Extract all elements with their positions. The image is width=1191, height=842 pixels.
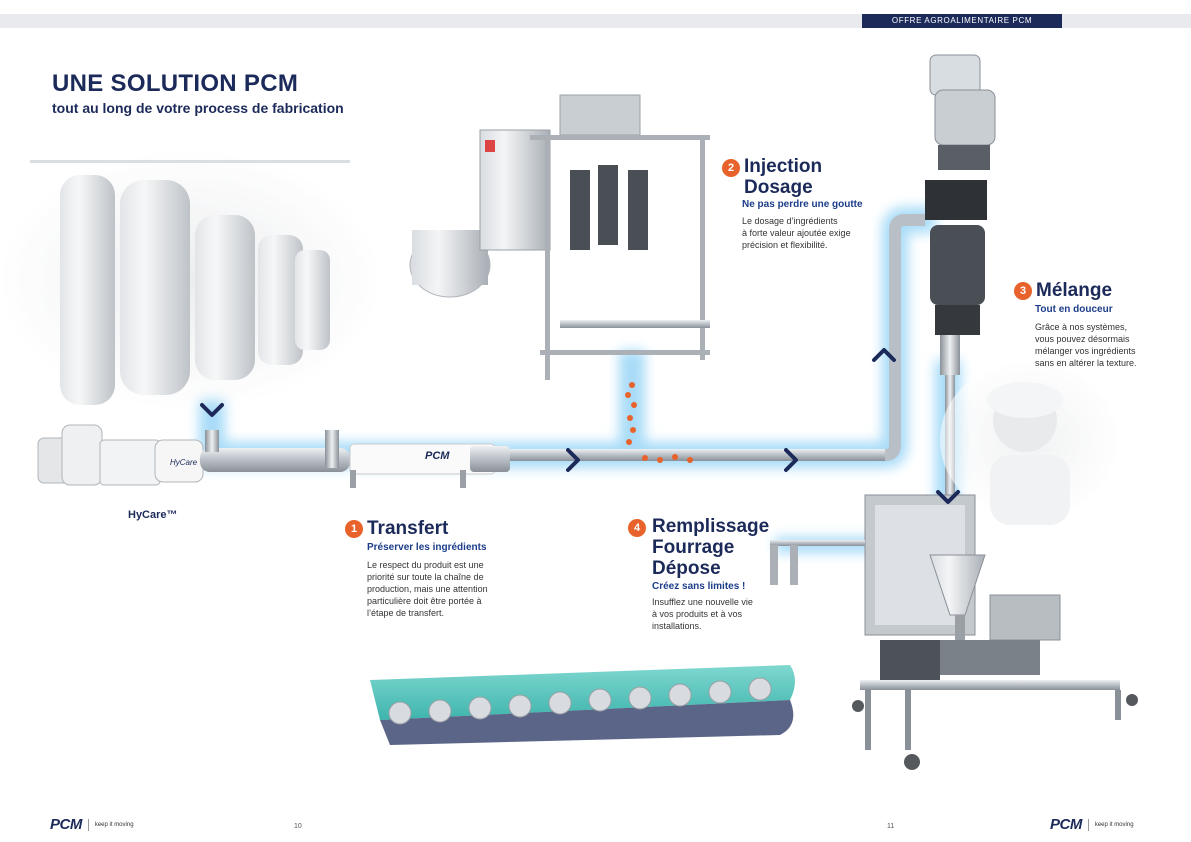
step-subtitle: Tout en douceur [1035,304,1113,315]
step-body-line: mélanger vos ingrédients [1035,346,1136,356]
page-number-right: 11 [887,823,895,830]
hycare-pump: HyCare [37,424,510,488]
svg-text:HyCare: HyCare [170,458,198,467]
factory-background [0,150,380,410]
step-body-line: production, mais une attention [367,584,488,594]
footer-tagline: keep it moving [94,821,134,828]
step-number-badge: 2 [722,159,740,177]
chevron-down-icon [936,490,960,504]
step-title: Remplissage [652,516,770,537]
footer-divider [1087,818,1089,831]
step-body-line: l’étape de transfert. [367,608,445,618]
step-title: Fourrage [652,537,735,558]
chevron-right-icon [784,448,798,472]
step-number-badge: 4 [628,519,646,537]
step-title: Dosage [744,177,813,198]
step-remplissage: 4 Remplissage Fourrage Dépose Créez sans… [628,516,788,632]
step-melange: 3 Mélange Tout en douceur Grâce à nos sy… [1014,280,1174,369]
step-injection: 2 Injection Dosage Ne pas perdre une gou… [722,156,892,251]
step-title: Injection [744,156,823,177]
footer-tagline: keep it moving [1094,821,1134,828]
step-body-line: à forte valeur ajoutée exige [742,228,851,238]
pump-label: HyCare™ [128,509,178,521]
flow-chevrons [200,348,960,504]
footer-divider [87,818,89,831]
step-body-line: Insufflez une nouvelle vie [652,597,753,607]
chevron-up-icon [872,348,896,362]
operator-photo [940,360,1120,525]
step-number-badge: 1 [345,519,363,538]
step-body-line: sans en altérer la texture. [1035,358,1137,368]
chevron-down-icon [200,403,224,417]
step-number-badge: 3 [1014,281,1032,300]
step-subtitle: Ne pas perdre une goutte [742,199,863,210]
step-body-line: Le respect du produit est une [367,560,484,570]
step-subtitle: Préserver les ingrédients [367,542,487,553]
step-body-line: installations. [652,621,702,631]
pcm-logo: PCM [50,816,82,833]
section-tag: OFFRE AGROALIMENTAIRE PCM [862,14,1062,28]
step-body-line: Le dosage d’ingrédients [742,216,838,226]
page-title: UNE SOLUTION PCM [52,70,299,97]
step-body-line: à vos produits et à vos [652,609,743,619]
step-body-line: particulière doit être portée à [367,596,482,606]
conveyor-belt [370,665,795,745]
step-title: Transfert [367,518,449,539]
footer-right: PCM keep it moving [1050,816,1134,833]
step-subtitle: Créez sans limites ! [652,581,746,592]
page-subtitle: tout au long de votre process de fabrica… [52,100,344,116]
mixer-unit [925,54,996,375]
step-body-line: priorité sur toute la chaîne de [367,572,484,582]
footer-left: PCM keep it moving [50,816,134,833]
chevron-right-icon [566,448,580,472]
step-title: Mélange [1036,280,1113,301]
pcm-logo: PCM [1050,816,1082,833]
step-body-line: Grâce à nos systèmes, [1035,322,1128,332]
page-number-left: 10 [294,823,302,830]
step-title: Dépose [652,558,721,579]
filling-machine [770,494,1138,770]
step-body-line: précision et flexibilité. [742,240,828,250]
step-body-line: vous pouvez désormais [1035,334,1130,344]
step-transfert: 1 Transfert Préserver les ingrédients Le… [345,518,545,619]
pump-brand-label: PCM [425,450,450,462]
dosing-skid [409,94,710,380]
